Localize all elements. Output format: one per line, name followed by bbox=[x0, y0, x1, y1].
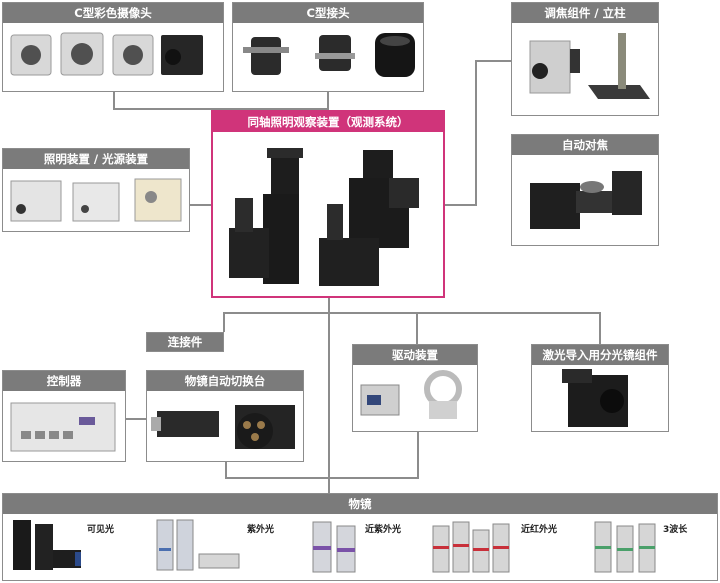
connector-line bbox=[190, 204, 212, 206]
focus-stand-images bbox=[529, 33, 650, 99]
connector-line bbox=[225, 462, 227, 478]
connector-box: 连接件 bbox=[146, 332, 224, 352]
connector-line bbox=[475, 60, 513, 62]
connector-line bbox=[416, 312, 418, 344]
revolver-header: 物镜自动切换台 bbox=[147, 371, 303, 391]
revolver-box: 物镜自动切换台 bbox=[146, 370, 304, 462]
c-mount-header: C型接头 bbox=[233, 3, 423, 23]
coaxial-observation-box: 同轴照明观察装置（观测系统） bbox=[211, 110, 445, 298]
laser-splitter-images bbox=[562, 369, 628, 427]
revolver-images bbox=[151, 405, 295, 449]
objective-header: 物镜 bbox=[3, 494, 717, 514]
objective-uv-images bbox=[156, 519, 240, 571]
objective-near-ir-images bbox=[432, 521, 510, 573]
connector-line bbox=[225, 477, 419, 479]
objective-uv-label: 紫外光 bbox=[247, 525, 275, 535]
connector-line bbox=[113, 92, 115, 110]
laser-splitter-box: 激光导入用分光镜组件 bbox=[531, 344, 669, 432]
autofocus-header: 自动对焦 bbox=[512, 135, 658, 155]
connector-line bbox=[328, 297, 330, 493]
illumination-images bbox=[10, 178, 182, 222]
autofocus-images bbox=[530, 171, 642, 229]
objective-visible-images bbox=[13, 520, 81, 570]
objective-near-uv-label: 近紫外光 bbox=[365, 525, 402, 535]
objective-near-ir-label: 近红外光 bbox=[521, 525, 558, 535]
color-camera-box: C型彩色摄像头 bbox=[2, 2, 224, 92]
objective-three-wave-label: 3波长 bbox=[663, 525, 688, 535]
connector-line bbox=[444, 204, 476, 206]
objective-three-wave-images bbox=[594, 521, 656, 573]
connector-line bbox=[126, 418, 148, 420]
laser-splitter-header: 激光导入用分光镜组件 bbox=[532, 345, 668, 365]
drive-box: 驱动装置 bbox=[352, 344, 478, 432]
c-mount-box: C型接头 bbox=[232, 2, 424, 92]
coaxial-observation-header: 同轴照明观察装置（观测系统） bbox=[213, 112, 443, 132]
connector-line bbox=[113, 108, 328, 110]
connector-line bbox=[327, 92, 329, 112]
drive-images bbox=[360, 370, 462, 419]
objective-box: 物镜 可见光 紫外光 近紫外光 近红外光 3波长 bbox=[2, 493, 718, 581]
drive-header: 驱动装置 bbox=[353, 345, 477, 365]
connector-line bbox=[599, 312, 601, 344]
connector-line bbox=[223, 312, 225, 332]
connector-header: 连接件 bbox=[147, 333, 223, 351]
connector-line bbox=[475, 60, 477, 206]
controller-box: 控制器 bbox=[2, 370, 126, 462]
connector-line bbox=[417, 431, 419, 479]
connector-line bbox=[223, 312, 601, 314]
color-camera-images bbox=[10, 32, 203, 76]
illumination-header: 照明装置 / 光源装置 bbox=[3, 149, 189, 169]
controller-images bbox=[10, 402, 116, 452]
autofocus-box: 自动对焦 bbox=[511, 134, 659, 246]
controller-header: 控制器 bbox=[3, 371, 125, 391]
coaxial-observation-images bbox=[229, 148, 419, 286]
illumination-box: 照明装置 / 光源装置 bbox=[2, 148, 190, 232]
focus-stand-header: 调焦组件 / 立柱 bbox=[512, 3, 658, 23]
objective-visible-label: 可见光 bbox=[87, 525, 115, 535]
color-camera-header: C型彩色摄像头 bbox=[3, 3, 223, 23]
focus-stand-box: 调焦组件 / 立柱 bbox=[511, 2, 659, 116]
c-mount-images bbox=[243, 33, 415, 77]
objective-near-uv-images bbox=[312, 521, 356, 573]
